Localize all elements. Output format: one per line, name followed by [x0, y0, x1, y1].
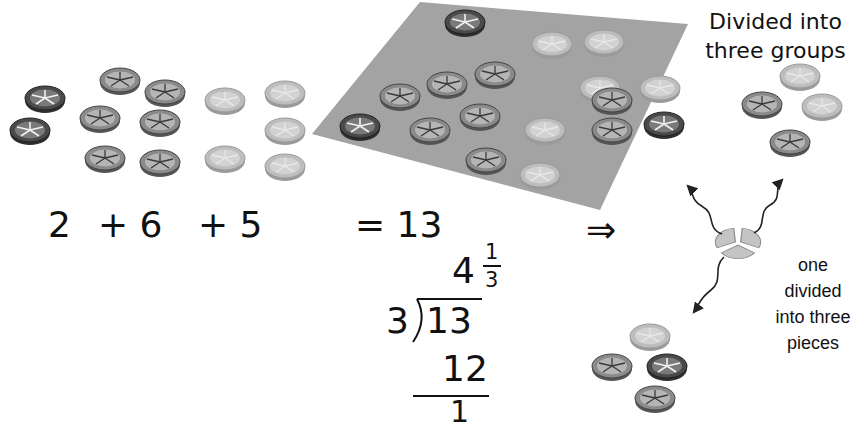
product: 12 — [442, 351, 488, 387]
coin — [205, 88, 245, 115]
coin — [475, 62, 515, 89]
coin — [265, 118, 305, 145]
number: 2 — [48, 207, 71, 243]
coin — [640, 76, 680, 103]
addend: + 6 — [98, 207, 163, 243]
coin — [630, 324, 670, 351]
coin — [635, 386, 675, 413]
fraction-numerator: 1 — [485, 242, 498, 263]
implies-arrow: ⇒ — [586, 212, 616, 248]
coin — [205, 146, 245, 173]
coin — [770, 130, 810, 157]
coin-group — [10, 10, 842, 413]
coin — [80, 106, 120, 133]
coin — [780, 64, 820, 91]
coin — [445, 10, 485, 37]
coin — [100, 68, 140, 95]
coin — [410, 118, 450, 145]
coin — [742, 92, 782, 119]
coin — [140, 150, 180, 177]
coin — [25, 86, 65, 113]
piece-note: one divided into three pieces — [770, 252, 856, 356]
addend: + 5 — [198, 207, 263, 243]
coin — [644, 112, 684, 139]
coin — [380, 84, 420, 111]
coin — [85, 146, 125, 173]
coin — [525, 118, 565, 145]
coin — [466, 148, 506, 175]
coin — [592, 354, 632, 381]
coin — [265, 154, 305, 181]
coin — [520, 163, 560, 190]
grey-mat — [312, 2, 688, 210]
coin — [584, 30, 624, 57]
coin — [265, 81, 305, 108]
coin — [145, 80, 185, 107]
dividend: 13 — [426, 303, 472, 339]
coin — [647, 354, 687, 381]
quotient: 4 — [452, 253, 475, 289]
curly-arrows — [688, 180, 782, 312]
coin — [340, 114, 380, 141]
coin — [10, 118, 50, 145]
heading-note: Divided into three groups — [693, 8, 858, 65]
coin — [592, 118, 632, 145]
coin — [592, 88, 632, 115]
coin — [140, 110, 180, 137]
coin-piece — [722, 245, 755, 259]
remainder: 1 — [450, 397, 469, 427]
sum: = 13 — [355, 207, 442, 243]
divisor: 3 — [386, 303, 409, 339]
broken-coin — [715, 228, 760, 258]
fraction-denominator: 3 — [485, 270, 498, 291]
coin — [802, 94, 842, 121]
coin — [460, 104, 500, 131]
coin — [427, 72, 467, 99]
coin — [532, 32, 572, 59]
